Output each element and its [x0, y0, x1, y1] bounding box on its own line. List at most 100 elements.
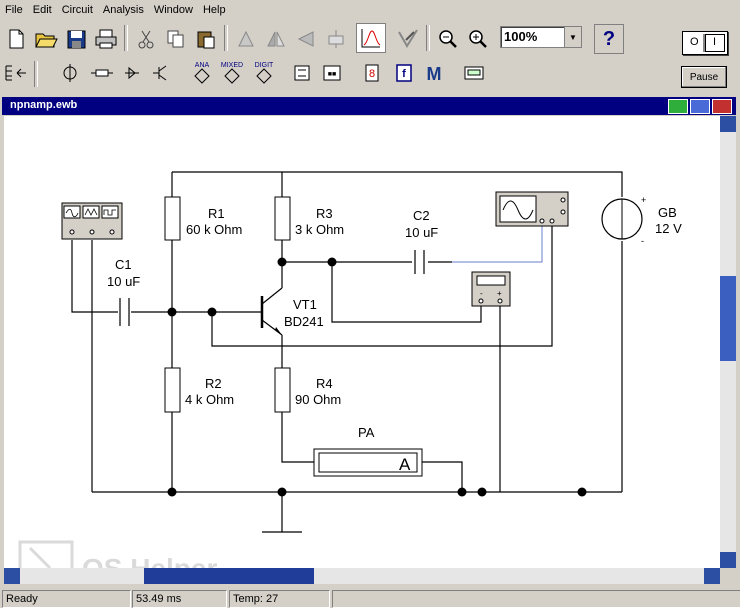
power-toggle-handle[interactable]: I: [705, 34, 725, 52]
help-button[interactable]: ?: [594, 24, 624, 54]
top-wire: [172, 171, 623, 197]
voltmeter-plus: +: [497, 289, 502, 298]
oscilloscope[interactable]: [495, 191, 569, 227]
menu-file[interactable]: File: [5, 4, 23, 16]
r1-ref: R1: [208, 206, 225, 221]
pause-button[interactable]: Pause: [681, 66, 727, 88]
instruments-bin-icon[interactable]: [460, 59, 488, 87]
menu-bar: File Edit Circuit Analysis Window Help: [0, 0, 740, 20]
voltmeter-minus: -: [480, 289, 483, 298]
analog-ics-bin[interactable]: ANA: [188, 59, 216, 87]
function-generator[interactable]: [61, 202, 123, 240]
battery-plus: +: [641, 195, 646, 205]
gb-ref: GB: [658, 205, 677, 220]
vertical-scrollbar[interactable]: [720, 116, 736, 568]
indicators-bin-icon[interactable]: 8: [358, 59, 386, 87]
status-temp: Temp: 27: [229, 590, 330, 608]
r3-resistor[interactable]: [274, 196, 291, 241]
r4-resistor[interactable]: [274, 367, 291, 413]
sources-bin-icon[interactable]: [56, 59, 84, 87]
r3-value: 3 k Ohm: [295, 222, 344, 237]
horizontal-scrollbar[interactable]: [4, 568, 720, 584]
c1-capacitor[interactable]: [119, 298, 130, 326]
r1-resistor[interactable]: [164, 196, 181, 241]
r2-ref: R2: [205, 376, 222, 391]
vertical-scroll-thumb[interactable]: [720, 276, 736, 361]
cut-icon[interactable]: [132, 25, 160, 53]
parts-toolbar: ANA MIXED DIGIT ■■ 8 f M Pause: [0, 57, 740, 91]
logic-bin-label: f: [402, 68, 406, 80]
menu-circuit[interactable]: Circuit: [61, 4, 93, 16]
scroll-up-arrow[interactable]: [720, 116, 736, 132]
svg-text:8: 8: [369, 68, 375, 80]
r4-value: 90 Ohm: [295, 392, 341, 407]
flip-horizontal-icon[interactable]: [262, 25, 290, 53]
status-ready: Ready: [2, 590, 131, 608]
pa-ammeter[interactable]: [313, 448, 423, 477]
rotate-icon[interactable]: [232, 25, 260, 53]
digital-ics-bin[interactable]: DIGIT: [250, 59, 278, 87]
power-switch[interactable]: O I: [682, 31, 728, 55]
vt1-value: BD241: [284, 314, 324, 329]
power-off-label: O: [690, 36, 699, 48]
c2-capacitor[interactable]: [414, 250, 425, 274]
vt1-ref: VT1: [293, 297, 317, 312]
status-bar: Ready 53.49 ms Temp: 27: [0, 588, 740, 608]
chevron-down-icon[interactable]: ▼: [564, 27, 581, 47]
save-icon[interactable]: [62, 25, 90, 53]
controls-bin[interactable]: f: [390, 59, 418, 87]
zoom-select[interactable]: 100% ▼: [500, 26, 582, 48]
c2-value: 10 uF: [405, 225, 438, 240]
copy-icon[interactable]: [162, 25, 190, 53]
status-empty: [332, 590, 740, 608]
main-toolbar: 100% ▼ ? O I: [0, 21, 740, 57]
circuit-schematic: - + + - R1 60 k Ohm R3 3 k Ohm C2 10 uF …: [18, 171, 682, 568]
open-folder-icon[interactable]: [32, 25, 60, 53]
document-title-bar: npnamp.ewb: [2, 97, 736, 115]
subcircuit-icon[interactable]: [322, 25, 350, 53]
zoom-in-icon[interactable]: [464, 25, 492, 53]
zoom-out-icon[interactable]: [434, 25, 462, 53]
schematic-canvas[interactable]: - + + - R1 60 k Ohm R3 3 k Ohm C2 10 uF …: [4, 116, 720, 568]
junction-dots: [167, 257, 587, 497]
print-icon[interactable]: [92, 25, 120, 53]
r2-resistor[interactable]: [164, 367, 181, 413]
scroll-right-arrow[interactable]: [704, 568, 720, 584]
c1-ref: C1: [115, 257, 132, 272]
new-file-icon[interactable]: [2, 25, 30, 53]
menu-analysis[interactable]: Analysis: [102, 4, 144, 16]
minimize-button[interactable]: [668, 99, 688, 114]
digital-bin-icon[interactable]: ■■: [318, 59, 346, 87]
menu-edit[interactable]: Edit: [32, 4, 52, 16]
paste-icon[interactable]: [192, 25, 220, 53]
c2-ref: C2: [413, 208, 430, 223]
graph-icon[interactable]: [356, 23, 386, 53]
r1-value: 60 k Ohm: [186, 222, 242, 237]
menu-window[interactable]: Window: [153, 4, 193, 16]
flip-vertical-icon[interactable]: [292, 25, 320, 53]
favorites-bin-icon[interactable]: [2, 59, 30, 87]
digital-bin-label: DIGIT: [255, 62, 274, 69]
power-on-label: I: [713, 36, 717, 48]
close-button[interactable]: [712, 99, 732, 114]
maximize-button[interactable]: [690, 99, 710, 114]
component-properties-icon[interactable]: [394, 25, 422, 53]
gb-battery[interactable]: + -: [601, 195, 646, 246]
scroll-left-arrow[interactable]: [4, 568, 20, 584]
mixed-ics-bin[interactable]: MIXED: [218, 59, 246, 87]
horizontal-scroll-thumb[interactable]: [144, 568, 314, 584]
watermark-text: OS Helper: [82, 553, 217, 568]
voltmeter[interactable]: - +: [471, 271, 511, 307]
diodes-bin-icon[interactable]: [118, 59, 146, 87]
basic-bin-icon[interactable]: [88, 59, 116, 87]
zoom-value: 100%: [504, 29, 538, 44]
menu-help[interactable]: Help: [202, 4, 226, 16]
logic-gates-bin-icon[interactable]: [288, 59, 316, 87]
battery-minus: -: [641, 236, 644, 246]
scroll-down-arrow[interactable]: [720, 552, 736, 568]
status-time: 53.49 ms: [132, 590, 227, 608]
miscellaneous-bin[interactable]: M: [420, 59, 448, 87]
document-title: npnamp.ewb: [10, 99, 78, 111]
transistors-bin-icon[interactable]: [148, 59, 176, 87]
svg-text:■■: ■■: [328, 71, 336, 78]
